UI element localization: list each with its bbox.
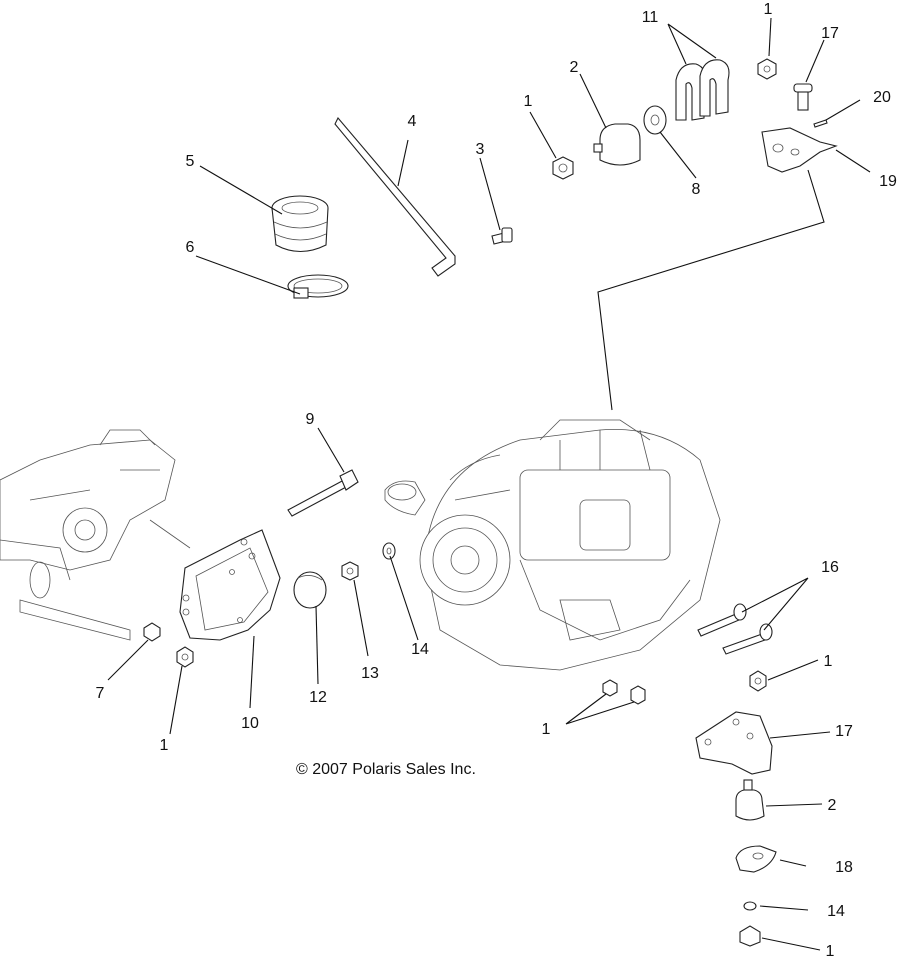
frame-partial bbox=[0, 429, 191, 641]
callout-4: 4 bbox=[408, 113, 417, 130]
part-1-nut-bottom bbox=[739, 925, 761, 947]
callout-15: 17 bbox=[821, 25, 839, 42]
part-8-washer bbox=[643, 105, 667, 135]
part-5-intake-boot bbox=[271, 195, 329, 253]
callout-2-top: 2 bbox=[570, 59, 579, 76]
callout-14-mid: 14 bbox=[411, 641, 429, 658]
assembly-centerline bbox=[597, 169, 825, 411]
part-15-bolt bbox=[793, 83, 813, 111]
part-3-bolt bbox=[491, 227, 513, 245]
part-2-mount-bottom bbox=[735, 779, 765, 821]
part-10-shims bbox=[675, 59, 730, 121]
callout-1-top-nut: 1 bbox=[764, 1, 773, 18]
part-18-plate bbox=[735, 845, 777, 873]
callout-14-bottom: 14 bbox=[827, 903, 845, 920]
part-11-bracket bbox=[179, 529, 281, 641]
callout-1-lower-left-nut: 1 bbox=[160, 737, 169, 754]
part-17-bracket bbox=[695, 711, 773, 775]
callout-20: 20 bbox=[873, 89, 891, 106]
callout-labels: 1 17 11 2 20 1 4 3 5 19 8 6 9 16 14 1 13… bbox=[96, 1, 897, 958]
callout-2-bottom: 2 bbox=[828, 797, 837, 814]
part-6-clamp bbox=[287, 274, 349, 299]
callout-5: 5 bbox=[186, 153, 195, 170]
part-19-bracket bbox=[761, 127, 838, 173]
copyright-notice: © 2007 Polaris Sales Inc. bbox=[296, 761, 476, 778]
part-1-nut-lower-left bbox=[176, 646, 194, 668]
callout-7: 7 bbox=[96, 685, 105, 702]
callout-11: 10 bbox=[241, 715, 259, 732]
callout-3: 3 bbox=[476, 141, 485, 158]
callout-9: 9 bbox=[306, 411, 315, 428]
part-9-long-bolt bbox=[287, 469, 359, 517]
engine-block bbox=[384, 419, 721, 671]
leader-lines bbox=[107, 17, 871, 951]
callout-10: 11 bbox=[642, 9, 659, 26]
callout-13: 13 bbox=[361, 665, 379, 682]
callout-1-mid-nut: 1 bbox=[524, 93, 533, 110]
part-16-bolts bbox=[697, 603, 773, 655]
part-1-nut-top bbox=[552, 156, 574, 180]
part-14-washer-bottom bbox=[743, 901, 757, 911]
callout-6: 6 bbox=[186, 239, 195, 256]
callout-18: 18 bbox=[835, 859, 853, 876]
callout-1-right-nut: 1 bbox=[824, 653, 833, 670]
callout-17: 17 bbox=[835, 723, 853, 740]
part-12-mount bbox=[293, 571, 327, 609]
part-20-pin bbox=[813, 119, 828, 128]
callout-1-bottom-nut: 1 bbox=[826, 943, 835, 958]
callout-8: 8 bbox=[692, 181, 701, 198]
callout-19: 19 bbox=[879, 173, 897, 190]
part-4-rod bbox=[334, 117, 456, 277]
part-1-nut-right bbox=[749, 670, 767, 692]
callout-1-bottom-center-nuts: 1 bbox=[542, 721, 551, 738]
part-2-mount-top bbox=[593, 123, 641, 166]
callout-12: 12 bbox=[309, 689, 327, 706]
part-1-nuts-bottom bbox=[602, 679, 646, 705]
callout-16: 16 bbox=[821, 559, 839, 576]
part-13-nut bbox=[341, 561, 359, 581]
part-14-washer-mid bbox=[382, 542, 396, 560]
part-1-nut-top-right bbox=[757, 58, 777, 80]
part-7-nut bbox=[143, 622, 161, 642]
